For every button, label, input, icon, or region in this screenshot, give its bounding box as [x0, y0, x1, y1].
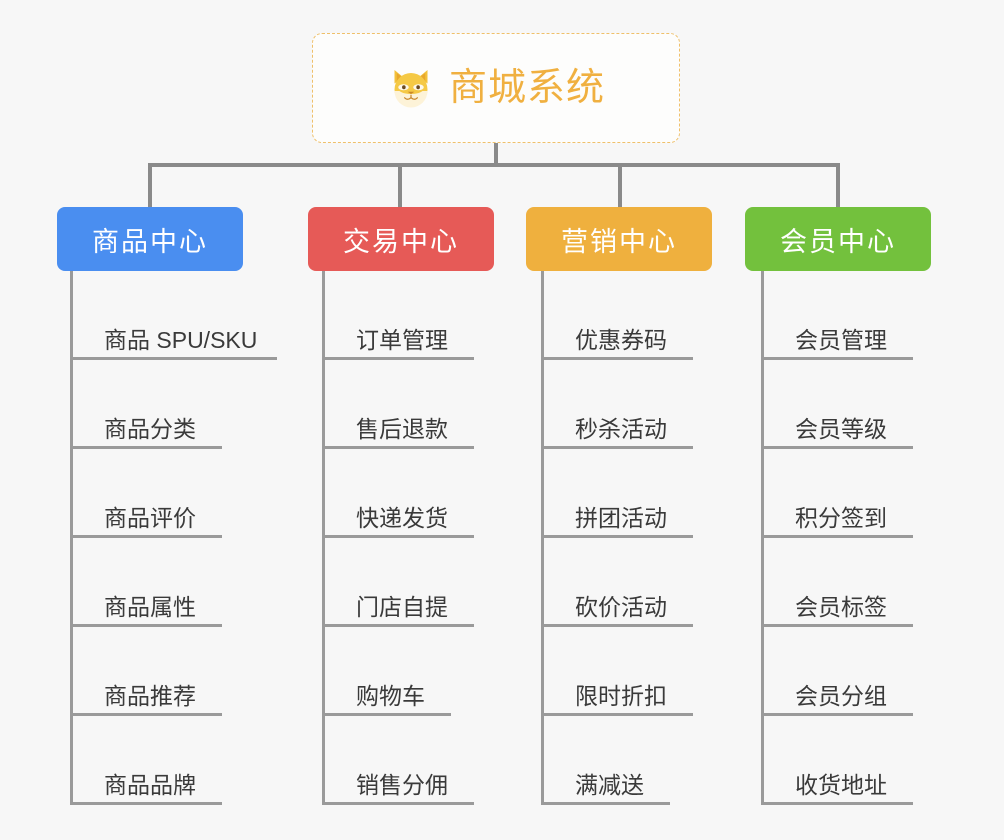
branch-item-underline	[70, 802, 222, 805]
branch-item[interactable]: 限时折扣	[541, 627, 693, 716]
root-title: 商城系统	[448, 67, 605, 109]
branch-item-underline	[322, 446, 474, 449]
branch-item-underline	[541, 357, 693, 360]
branch-item[interactable]: 秒杀活动	[541, 360, 693, 449]
column-header-member[interactable]: 会员中心	[745, 207, 931, 271]
branch-item-underline	[70, 446, 222, 449]
branch-item-label: 售后退款	[356, 415, 448, 442]
connector-drop-trade	[398, 163, 402, 207]
branch-item-underline	[761, 624, 913, 627]
branch-item-label: 收货地址	[795, 771, 887, 798]
branch-item-underline	[541, 446, 693, 449]
branch-item-label: 优惠券码	[575, 326, 667, 353]
branch-item-label: 商品品牌	[104, 771, 196, 798]
branch-item-label: 满减送	[575, 771, 644, 798]
branch-item-label: 购物车	[356, 682, 425, 709]
branch-item[interactable]: 会员等级	[761, 360, 913, 449]
branch-item[interactable]: 售后退款	[322, 360, 474, 449]
shiba-inu-icon	[387, 64, 435, 112]
branch-item[interactable]: 商品 SPU/SKU	[70, 271, 277, 360]
branch-item-label: 限时折扣	[575, 682, 667, 709]
branch-trunk	[541, 271, 544, 805]
branch-item[interactable]: 快递发货	[322, 449, 474, 538]
column-header-marketing[interactable]: 营销中心	[526, 207, 712, 271]
column-header-trade[interactable]: 交易中心	[308, 207, 494, 271]
branch-item[interactable]: 积分签到	[761, 449, 913, 538]
branch-item-underline	[541, 535, 693, 538]
branch-item-label: 会员分组	[795, 682, 887, 709]
branch-item-underline	[761, 802, 913, 805]
branch-item-label: 订单管理	[356, 326, 448, 353]
column-header-product[interactable]: 商品中心	[57, 207, 243, 271]
branch-trade: 订单管理 售后退款 快递发货 门店自提 购物车 销售分佣	[322, 271, 474, 805]
branch-item[interactable]: 优惠券码	[541, 271, 693, 360]
branch-item-underline	[761, 535, 913, 538]
branch-item[interactable]: 销售分佣	[322, 716, 474, 805]
branch-item-label: 商品推荐	[104, 682, 196, 709]
branch-item-label: 砍价活动	[575, 593, 667, 620]
branch-item-label: 门店自提	[356, 593, 448, 620]
branch-item-underline	[761, 357, 913, 360]
branch-item-underline	[70, 624, 222, 627]
branch-item-underline	[761, 713, 913, 716]
branch-item-underline	[541, 713, 693, 716]
branch-item[interactable]: 收货地址	[761, 716, 913, 805]
branch-item-label: 商品 SPU/SKU	[104, 326, 258, 353]
branch-item-label: 拼团活动	[575, 504, 667, 531]
column-header-label: 营销中心	[561, 226, 677, 257]
branch-item[interactable]: 商品分类	[70, 360, 271, 449]
branch-marketing: 优惠券码 秒杀活动 拼团活动 砍价活动 限时折扣 满减送	[541, 271, 693, 805]
branch-item-underline	[322, 713, 451, 716]
branch-item-underline	[322, 624, 474, 627]
branch-trunk	[761, 271, 764, 805]
connector-root-stem	[494, 143, 498, 165]
branch-item[interactable]: 会员标签	[761, 538, 913, 627]
branch-item-label: 会员等级	[795, 415, 887, 442]
branch-item[interactable]: 订单管理	[322, 271, 474, 360]
branch-item-underline	[322, 535, 474, 538]
branch-item[interactable]: 砍价活动	[541, 538, 693, 627]
branch-item-underline	[322, 357, 474, 360]
branch-item[interactable]: 商品推荐	[70, 627, 271, 716]
branch-item-underline	[541, 802, 670, 805]
branch-item-underline	[70, 713, 222, 716]
branch-item-label: 秒杀活动	[575, 415, 667, 442]
branch-item-label: 商品属性	[104, 593, 196, 620]
branch-item-label: 快递发货	[356, 504, 448, 531]
branch-item-underline	[322, 802, 474, 805]
root-node[interactable]: 商城系统	[312, 33, 680, 143]
branch-item-label: 商品分类	[104, 415, 196, 442]
branch-item[interactable]: 拼团活动	[541, 449, 693, 538]
branch-item[interactable]: 会员管理	[761, 271, 913, 360]
connector-drop-member	[836, 163, 840, 207]
connector-drop-marketing	[618, 163, 622, 207]
branch-item-label: 会员管理	[795, 326, 887, 353]
branch-item-label: 会员标签	[795, 593, 887, 620]
branch-item-underline	[541, 624, 693, 627]
branch-product: 商品 SPU/SKU 商品分类 商品评价 商品属性 商品推荐 商品品牌	[70, 271, 277, 805]
branch-item-label: 商品评价	[104, 504, 196, 531]
branch-item[interactable]: 会员分组	[761, 627, 913, 716]
branch-item-label: 积分签到	[795, 504, 887, 531]
branch-item-underline	[70, 535, 222, 538]
column-header-label: 会员中心	[780, 226, 896, 257]
branch-item[interactable]: 购物车	[322, 627, 462, 716]
column-header-label: 交易中心	[343, 226, 459, 257]
branch-trunk	[322, 271, 325, 805]
branch-trunk	[70, 271, 73, 805]
branch-item[interactable]: 商品评价	[70, 449, 271, 538]
branch-item-underline	[70, 357, 277, 360]
branch-item[interactable]: 商品品牌	[70, 716, 271, 805]
connector-drop-product	[148, 163, 152, 207]
branch-item[interactable]: 满减送	[541, 716, 681, 805]
branch-member: 会员管理 会员等级 积分签到 会员标签 会员分组 收货地址	[761, 271, 913, 805]
branch-item-label: 销售分佣	[356, 771, 448, 798]
branch-item[interactable]: 商品属性	[70, 538, 271, 627]
connector-horizontal-bus	[148, 163, 840, 167]
column-header-label: 商品中心	[92, 226, 208, 257]
branch-item[interactable]: 门店自提	[322, 538, 474, 627]
branch-item-underline	[761, 446, 913, 449]
